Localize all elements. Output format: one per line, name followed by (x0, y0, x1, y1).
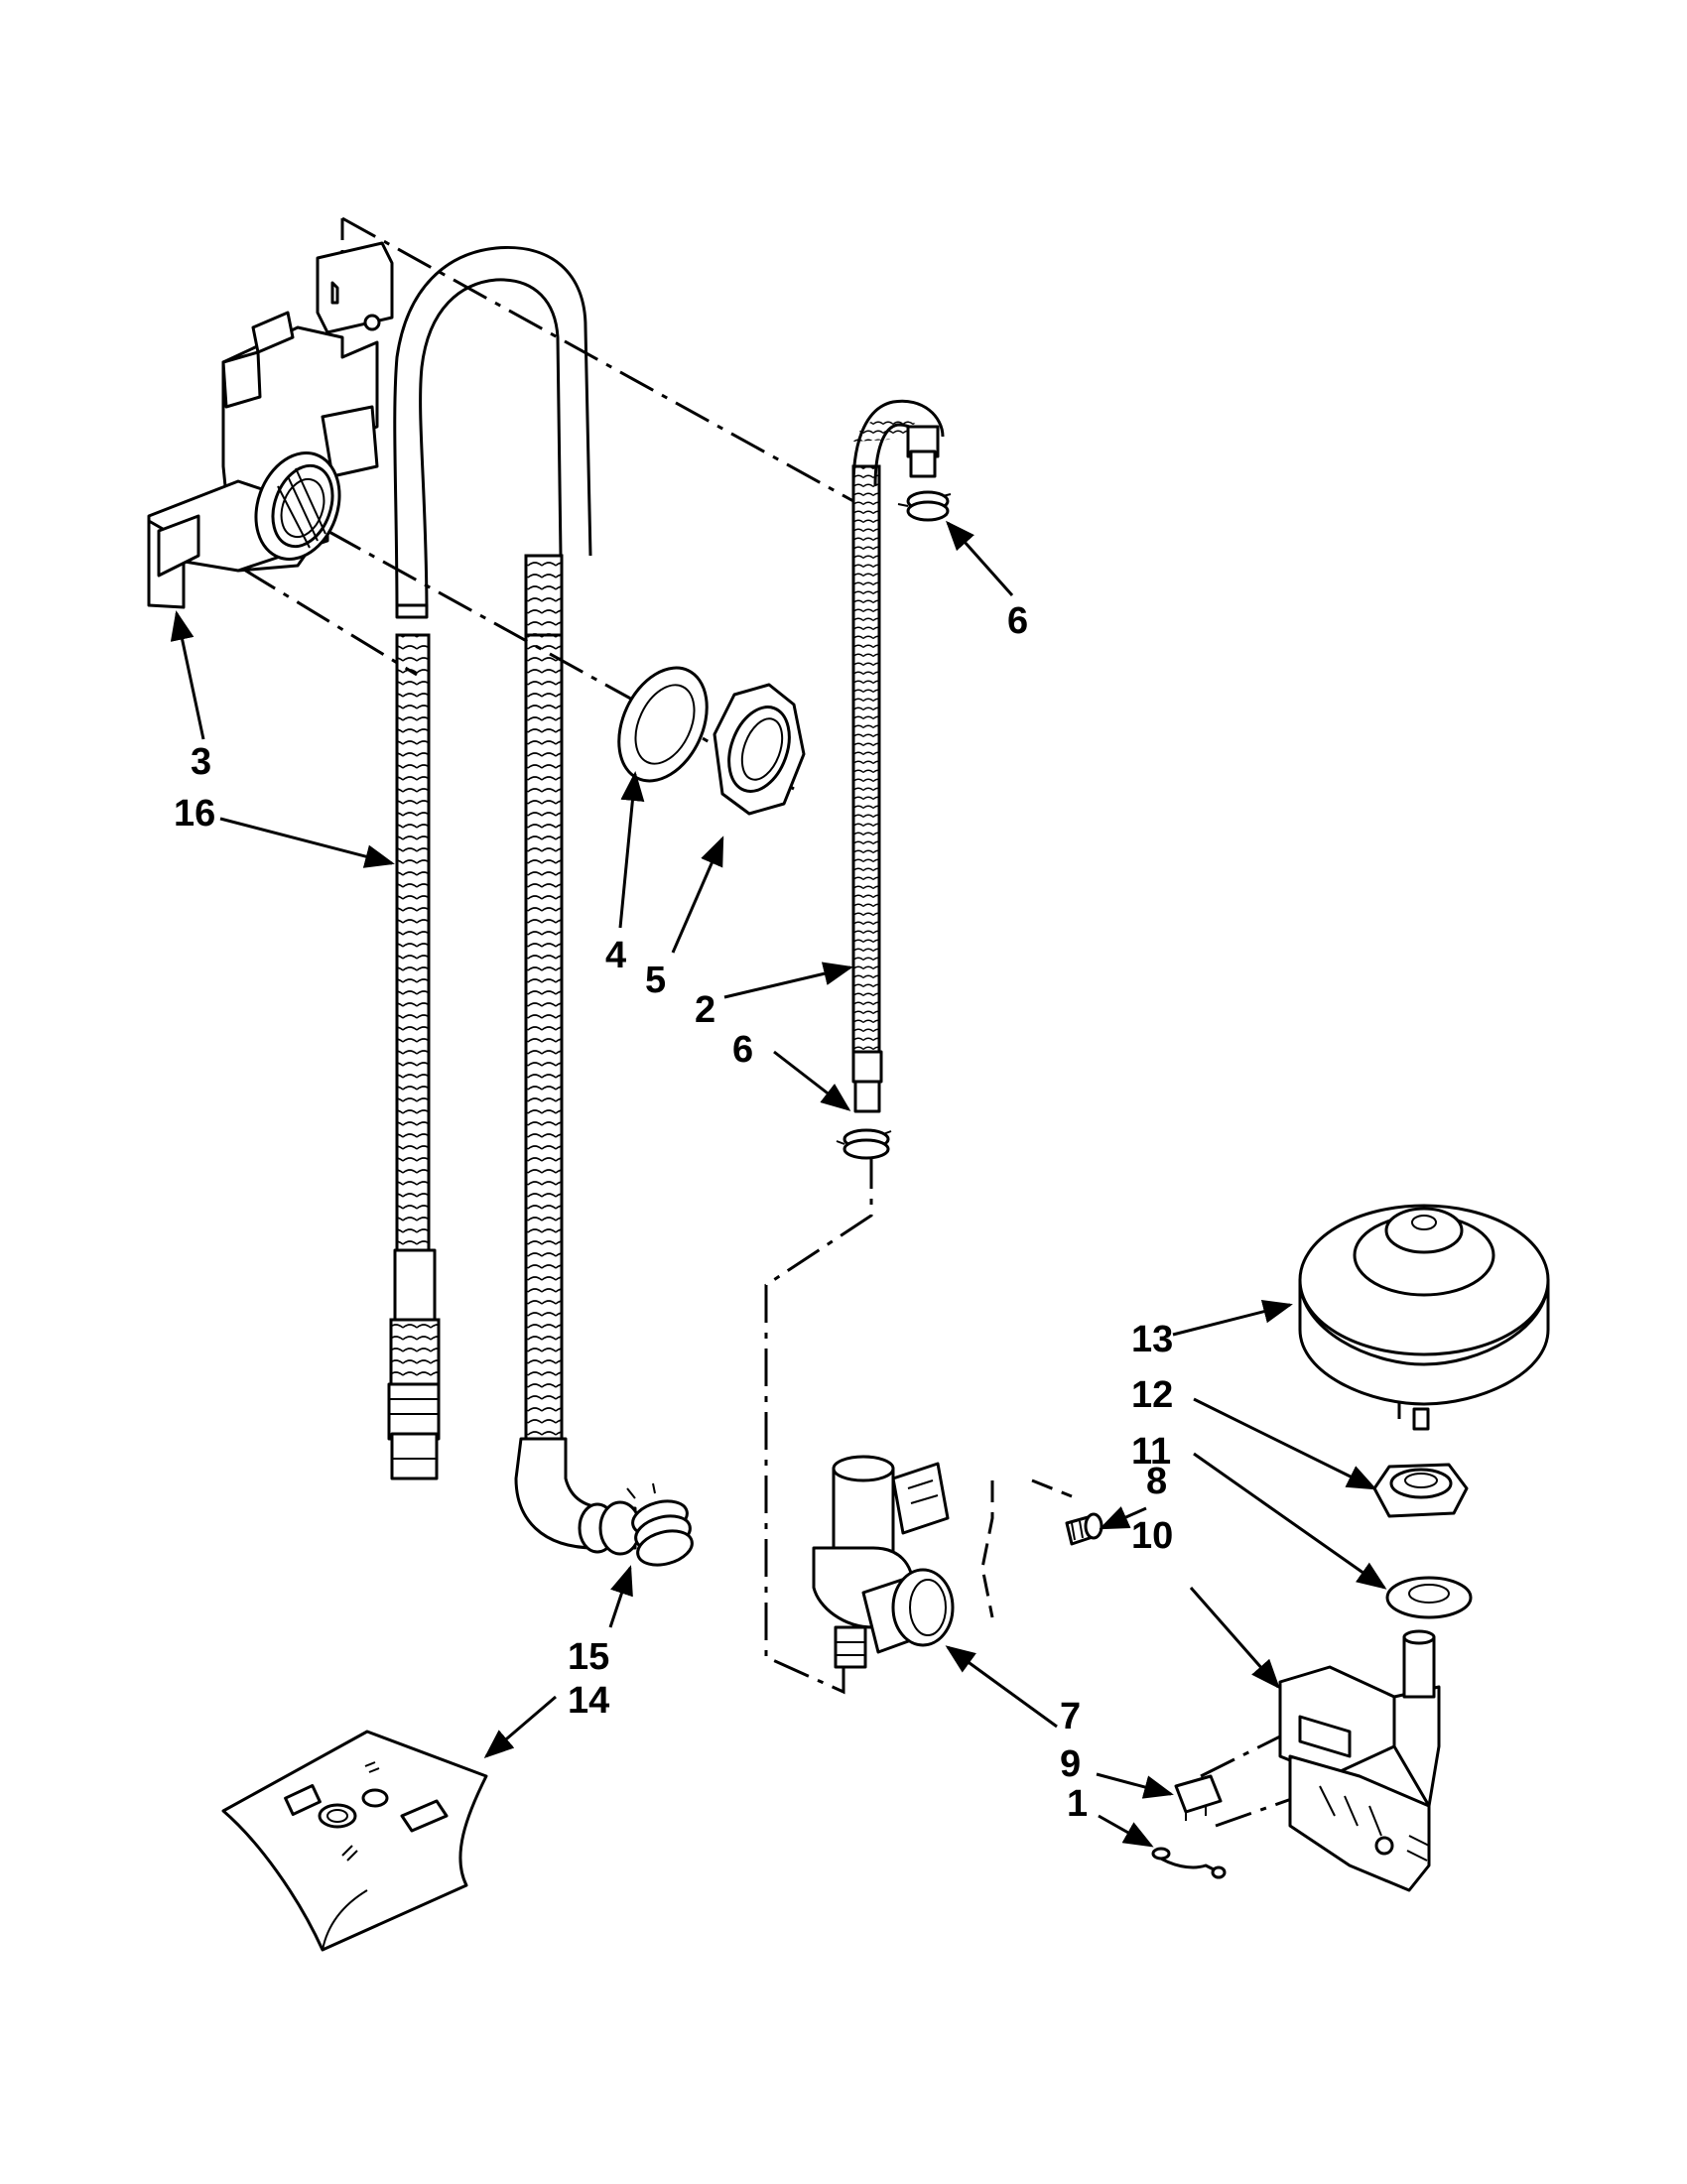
float-switch-icon (1174, 1774, 1223, 1821)
callout-8: 8 (1146, 1461, 1167, 1502)
hose-clamp-icon (626, 1482, 694, 1567)
callout-11: 11 (1131, 1431, 1171, 1473)
float-seal-icon (1385, 1576, 1473, 1619)
callout-2: 2 (695, 989, 715, 1031)
float-bracket-icon (1278, 1629, 1441, 1892)
corrugated-hose-icon (851, 399, 945, 1113)
water-valve-icon (812, 1455, 955, 1669)
callout-12: 12 (1131, 1374, 1173, 1416)
callout-1: 1 (1067, 1783, 1088, 1825)
float-icon (1298, 1204, 1550, 1406)
callout-13: 13 (1131, 1319, 1173, 1360)
hose-clamp-icon (836, 490, 952, 1160)
leader-arrows (170, 520, 1387, 1848)
parts-bag-icon (221, 1730, 488, 1952)
callout-16: 16 (174, 793, 215, 835)
callout-10: 10 (1131, 1515, 1173, 1557)
callout-labels: 3 16 4 5 6 2 6 13 12 11 8 10 15 14 7 9 1 (174, 600, 1173, 1825)
callout-6-top: 6 (1007, 600, 1028, 642)
screw-icon (1065, 1512, 1103, 1546)
callout-3: 3 (191, 741, 211, 783)
callout-14: 14 (568, 1680, 609, 1722)
wire-harness-icon (1151, 1847, 1227, 1879)
fill-hose-icon (514, 554, 642, 1556)
callout-5: 5 (645, 960, 666, 1001)
callout-4: 4 (605, 935, 626, 976)
callout-6-mid: 6 (732, 1029, 753, 1071)
gasket-icon (617, 666, 709, 783)
float-nut-icon (1372, 1407, 1469, 1518)
nut-icon (713, 683, 806, 816)
drain-hose-icon (387, 245, 592, 1480)
callout-7: 7 (1060, 1696, 1081, 1737)
callout-9: 9 (1060, 1743, 1081, 1785)
callout-15: 15 (568, 1636, 609, 1678)
fill-conduit-icon (147, 241, 394, 609)
